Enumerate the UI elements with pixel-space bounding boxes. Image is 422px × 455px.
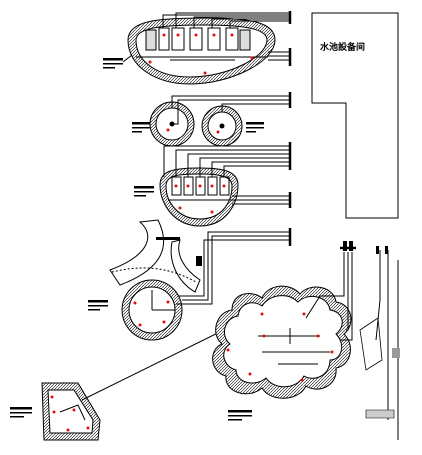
pool-flower <box>212 246 399 440</box>
fixtures-round-pools <box>166 128 220 134</box>
pool-chambered <box>159 142 292 227</box>
pool-oval-top <box>127 11 292 85</box>
leader-tag-round-right <box>246 122 264 133</box>
leader-tag-stream <box>156 237 202 266</box>
leader-tag-chambered <box>134 186 154 197</box>
fixtures-flower <box>226 312 334 382</box>
fixtures-round-middle <box>133 300 170 327</box>
leader-tag-flower <box>228 410 252 421</box>
fixtures-chambered <box>174 184 226 214</box>
equipment-room-label: 水池設备间 <box>320 41 365 53</box>
leader-tag-round-middle <box>88 300 108 311</box>
equipment-room: 水池設备间 <box>311 12 399 219</box>
leader-tag-trapezoid <box>10 407 32 418</box>
fountain-chambers <box>145 27 251 51</box>
leader-tag-oval-top <box>103 54 133 69</box>
leader-tag-round-left <box>132 122 150 133</box>
fixtures-oval-top <box>148 33 254 75</box>
equipment-blocks <box>343 241 400 419</box>
pool-round-left <box>149 95 290 147</box>
fixtures-trapezoid <box>50 395 90 432</box>
pool-round-right <box>201 92 292 147</box>
